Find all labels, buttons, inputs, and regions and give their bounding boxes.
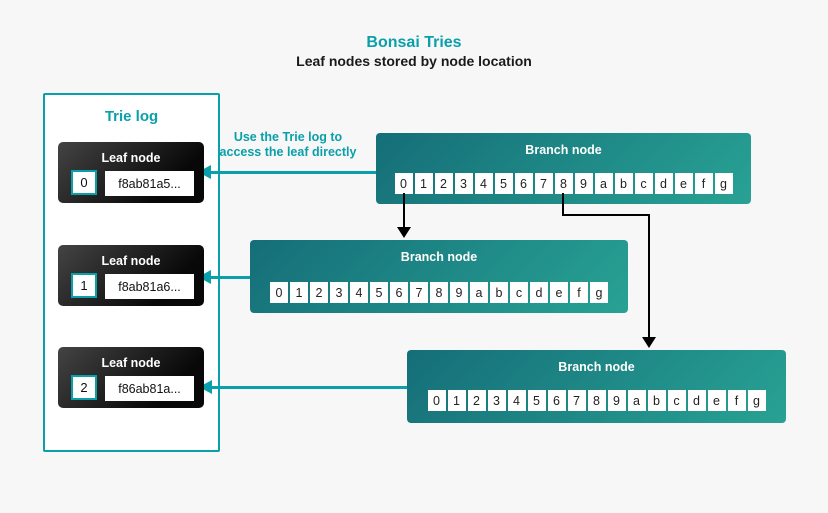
branch-cell: 8: [430, 282, 448, 303]
branch-cell: 2: [310, 282, 328, 303]
branch-cell: 0: [427, 390, 446, 411]
branch-cell: a: [594, 173, 613, 194]
branch-cell: b: [614, 173, 633, 194]
branch-cell: 1: [290, 282, 308, 303]
branch-cell: 3: [487, 390, 506, 411]
branch-cell: 8: [554, 173, 573, 194]
annotation-line-1: Use the Trie log to: [233, 130, 343, 144]
branch-cell: d: [654, 173, 673, 194]
branch-cell: f: [727, 390, 746, 411]
branch-cell: 2: [434, 173, 453, 194]
leaf-hash-value: f8ab81a6...: [105, 274, 194, 299]
branch-node-label: Branch node: [558, 360, 635, 374]
branch-cell: d: [687, 390, 706, 411]
annotation-line-2: access the leaf directly: [219, 145, 357, 159]
branch-cell: 1: [447, 390, 466, 411]
leaf-node-card-0: Leaf node 0 f8ab81a5...: [58, 142, 204, 203]
branch-cell: f: [570, 282, 588, 303]
arrow-branch1-cell8-segment: [562, 193, 564, 216]
branch-cell: 8: [587, 390, 606, 411]
branch-cell: 6: [547, 390, 566, 411]
branch-cell: 9: [574, 173, 593, 194]
arrowhead-down-icon: [397, 227, 411, 238]
branch-cell: e: [707, 390, 726, 411]
branch-cell: a: [627, 390, 646, 411]
diagram-subtitle: Leaf nodes stored by node location: [296, 53, 532, 69]
branch-cell: 7: [534, 173, 553, 194]
leaf-node-label: Leaf node: [101, 151, 161, 165]
arrow-branch1-cell0-to-branch2: [403, 193, 405, 228]
arrowhead-down-icon: [642, 337, 656, 348]
branch-cell: 9: [450, 282, 468, 303]
leaf-hash-value: f86ab81a...: [105, 376, 194, 401]
leaf-index-cell: 1: [71, 273, 97, 298]
leaf-node-card-1: Leaf node 1 f8ab81a6...: [58, 245, 204, 306]
leaf-index-cell: 0: [71, 170, 97, 195]
connector-branch2-to-leaf1: [204, 276, 250, 279]
branch-cell: 5: [527, 390, 546, 411]
branch-cell: 5: [494, 173, 513, 194]
branch-cell: e: [550, 282, 568, 303]
branch-cell: 1: [414, 173, 433, 194]
leaf-index-cell: 2: [71, 375, 97, 400]
branch-cell: 4: [507, 390, 526, 411]
leaf-node-label: Leaf node: [101, 254, 161, 268]
branch-cell: d: [530, 282, 548, 303]
branch-cell: a: [470, 282, 488, 303]
connector-branch3-to-leaf2: [205, 386, 407, 389]
trie-log-annotation: Use the Trie log to access the leaf dire…: [206, 130, 370, 160]
leaf-hash-value: f8ab81a5...: [105, 171, 194, 196]
branch-cell: b: [490, 282, 508, 303]
arrow-branch1-cell8-to-branch3: [648, 214, 650, 338]
branch-cell: 5: [370, 282, 388, 303]
branch-cell: g: [747, 390, 766, 411]
branch-cell: 4: [474, 173, 493, 194]
trie-log-title: Trie log: [104, 108, 159, 125]
branch-cell: 7: [410, 282, 428, 303]
branch-cell: 2: [467, 390, 486, 411]
branch-cell: 9: [607, 390, 626, 411]
branch-node-label: Branch node: [400, 250, 478, 264]
branch-cell: c: [634, 173, 653, 194]
branch-cell: 6: [390, 282, 408, 303]
leaf-node-label: Leaf node: [101, 356, 161, 370]
branch-node-label: Branch node: [525, 143, 602, 157]
diagram-title: Bonsai Tries: [366, 34, 462, 51]
branch-cell: 0: [270, 282, 288, 303]
branch-cell: 3: [330, 282, 348, 303]
branch-cell: b: [647, 390, 666, 411]
branch-cell: 3: [454, 173, 473, 194]
branch-cell: f: [694, 173, 713, 194]
branch-cell: e: [674, 173, 693, 194]
branch-cell: 6: [514, 173, 533, 194]
branch-cell: 4: [350, 282, 368, 303]
branch-cell: 0: [394, 173, 413, 194]
branch-cell: g: [714, 173, 733, 194]
arrow-branch1-cell8-segment: [562, 214, 650, 216]
connector-branch1-to-leaf0: [204, 171, 376, 174]
branch-cell: 7: [567, 390, 586, 411]
leaf-node-card-2: Leaf node 2 f86ab81a...: [58, 347, 204, 408]
branch-cell: c: [510, 282, 528, 303]
branch-cell: g: [590, 282, 608, 303]
branch-cell: c: [667, 390, 686, 411]
